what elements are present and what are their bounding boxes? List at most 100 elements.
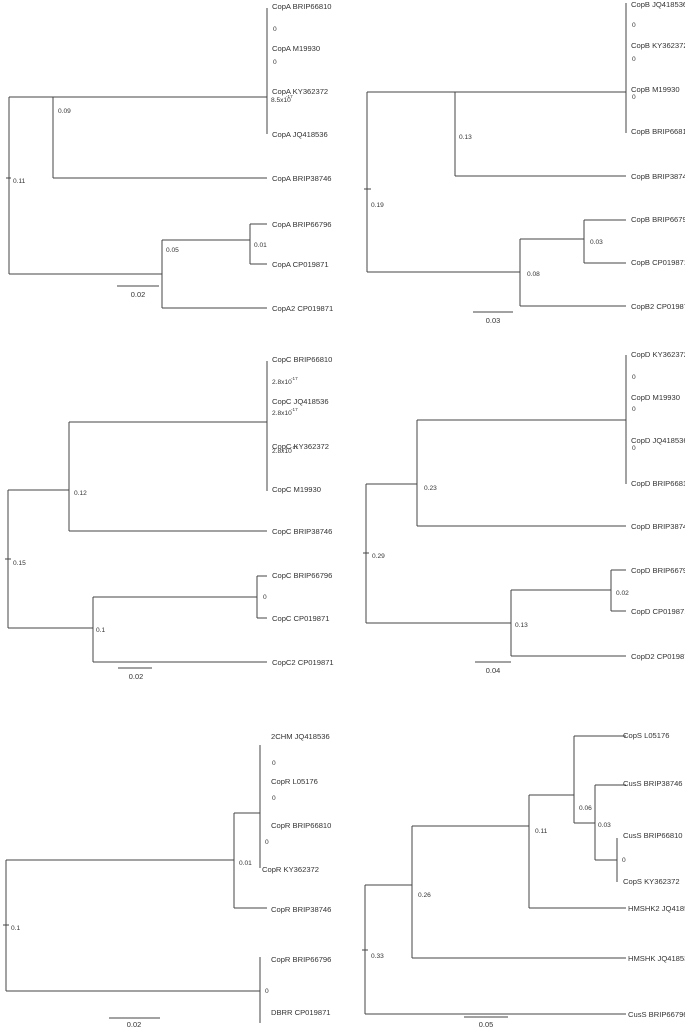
tree-copb: CopB JQ418536 CopB KY362372 CopB M19930 … bbox=[364, 0, 685, 325]
leaf-label: CopR BRIP38746 bbox=[271, 905, 331, 914]
tree-copr: 2CHM JQ418536 CopR L05176 CopR BRIP66810… bbox=[3, 732, 331, 1029]
branch-value: 0.15 bbox=[13, 560, 26, 567]
branch-value: 0 bbox=[632, 22, 636, 29]
leaf-label: CopD JQ418536 bbox=[631, 436, 685, 445]
branch-value: 0 bbox=[265, 988, 269, 995]
leaf-label: CopA M19930 bbox=[272, 44, 320, 53]
branch-value: 0.01 bbox=[239, 860, 252, 867]
branch-value: 8.5x10 bbox=[271, 97, 291, 104]
branch-value: 0.19 bbox=[371, 202, 384, 209]
branch-value: 0.23 bbox=[424, 485, 437, 492]
leaf-label: CopC KY362372 bbox=[272, 442, 329, 451]
leaf-label: CopS L05176 bbox=[623, 731, 669, 740]
leaf-label: CopD BRIP66796 bbox=[631, 566, 685, 575]
branch-value-exponent: -17 bbox=[291, 407, 298, 412]
branch-value: 0.09 bbox=[58, 108, 71, 115]
leaf-label: CopD CP019871 bbox=[631, 607, 685, 616]
leaf-label: CopC2 CP019871 bbox=[272, 658, 334, 667]
branch-value: 0.12 bbox=[74, 490, 87, 497]
branch-value: 0 bbox=[265, 839, 269, 846]
branch-value-exponent: -17 bbox=[286, 94, 293, 99]
leaf-label: CopA JQ418536 bbox=[272, 130, 328, 139]
branch-value: 0.08 bbox=[527, 271, 540, 278]
branch-value: 0 bbox=[632, 94, 636, 101]
branch-value: 0.26 bbox=[418, 892, 431, 899]
leaf-label: DBRR CP019871 bbox=[271, 1008, 331, 1017]
branch-value: 0.01 bbox=[254, 242, 267, 249]
branch-value: 0.03 bbox=[598, 822, 611, 829]
branch-value: 0.1 bbox=[96, 627, 105, 634]
leaf-label: CopA BRIP66810 bbox=[272, 2, 332, 11]
leaf-label: CopB BRIP38746 bbox=[631, 172, 685, 181]
leaf-label: CopB JQ418536 bbox=[631, 0, 685, 9]
leaf-label: CusS BRIP66796 bbox=[628, 1010, 685, 1019]
branch-value: 0 bbox=[622, 857, 626, 864]
branch-value: 0.1 bbox=[11, 925, 20, 932]
leaf-label: CopR BRIP66796 bbox=[271, 955, 331, 964]
leaf-label: CopC BRIP38746 bbox=[272, 527, 332, 536]
scale-bar-label: 0.02 bbox=[129, 672, 143, 681]
branch-value: 0.11 bbox=[13, 178, 26, 185]
tree-copd: CopD KY362372 CopD M19930 CopD JQ418536 … bbox=[363, 350, 685, 675]
tree-copa: CopA BRIP66810 CopA M19930 CopA KY362372… bbox=[6, 2, 333, 313]
branch-value: 0.05 bbox=[166, 247, 179, 254]
leaf-label: CopD BRIP38746 bbox=[631, 522, 685, 531]
leaf-label: CusS BRIP38746 bbox=[623, 779, 683, 788]
scale-bar-label: 0.03 bbox=[486, 316, 500, 325]
leaf-label: CopC BRIP66796 bbox=[272, 571, 332, 580]
leaf-label: CopA2 CP019871 bbox=[272, 304, 333, 313]
branch-value: 0 bbox=[632, 406, 636, 413]
branch-value: 0.13 bbox=[459, 134, 472, 141]
branch-value: 0 bbox=[273, 26, 277, 33]
leaf-label: CopB KY362372 bbox=[631, 41, 685, 50]
branch-value: 0.29 bbox=[372, 553, 385, 560]
branch-value: 0.02 bbox=[616, 590, 629, 597]
leaf-label: CopB CP019871 bbox=[631, 258, 685, 267]
leaf-label: CopA KY362372 bbox=[272, 87, 328, 96]
leaf-label: CopD BRIP66810 bbox=[631, 479, 685, 488]
leaf-label: CopA BRIP38746 bbox=[272, 174, 332, 183]
tree-copc: CopC BRIP66810 CopC JQ418536 CopC KY3623… bbox=[5, 355, 334, 681]
branch-value: 0.06 bbox=[579, 805, 592, 812]
branch-value: 0 bbox=[263, 594, 267, 601]
leaf-label: HMSHK JQ418536 bbox=[628, 954, 685, 963]
leaf-label: CopD M19930 bbox=[631, 393, 680, 402]
leaf-label: CopC CP019871 bbox=[272, 614, 329, 623]
branch-value: 0.11 bbox=[535, 828, 548, 835]
leaf-label: CopR KY362372 bbox=[262, 865, 319, 874]
branch-value-exponent: -17 bbox=[291, 445, 298, 450]
branch-value: 0.03 bbox=[590, 239, 603, 246]
leaf-label: CopD KY362372 bbox=[631, 350, 685, 359]
leaf-label: HMSHK2 JQ418536 bbox=[628, 904, 685, 913]
leaf-label: CopB BRIP66796 bbox=[631, 215, 685, 224]
scale-bar-label: 0.02 bbox=[131, 290, 145, 299]
leaf-label: CopB BRIP66810 bbox=[631, 127, 685, 136]
leaf-label: CopB M19930 bbox=[631, 85, 680, 94]
leaf-label: CopA CP019871 bbox=[272, 260, 329, 269]
branch-value: 2.8x10 bbox=[272, 410, 292, 417]
branch-value: 2.8x10 bbox=[272, 448, 292, 455]
leaf-label: CopC BRIP66810 bbox=[272, 355, 332, 364]
leaf-label: CopR BRIP66810 bbox=[271, 821, 331, 830]
leaf-label: CopA BRIP66796 bbox=[272, 220, 332, 229]
branch-value: 0 bbox=[273, 59, 277, 66]
branch-value: 0 bbox=[632, 445, 636, 452]
leaf-label: CopB2 CP019871 bbox=[631, 302, 685, 311]
branch-value: 0.13 bbox=[515, 622, 528, 629]
leaf-label: CopR L05176 bbox=[271, 777, 318, 786]
branch-value: 0 bbox=[272, 795, 276, 802]
branch-value: 2.8x10 bbox=[272, 379, 292, 386]
leaf-label: CopS KY362372 bbox=[623, 877, 680, 886]
leaf-label: CopC M19930 bbox=[272, 485, 321, 494]
scale-bar-label: 0.02 bbox=[127, 1020, 141, 1029]
leaf-label: CopD2 CP019871 bbox=[631, 652, 685, 661]
scale-bar-label: 0.04 bbox=[486, 666, 500, 675]
leaf-label: CopC JQ418536 bbox=[272, 397, 329, 406]
leaf-label: CusS BRIP66810 bbox=[623, 831, 683, 840]
leaf-label: 2CHM JQ418536 bbox=[271, 732, 330, 741]
branch-value: 0 bbox=[272, 760, 276, 767]
branch-value-exponent: -17 bbox=[291, 376, 298, 381]
scale-bar-label: 0.05 bbox=[479, 1020, 493, 1029]
branch-value: 0.33 bbox=[371, 953, 384, 960]
